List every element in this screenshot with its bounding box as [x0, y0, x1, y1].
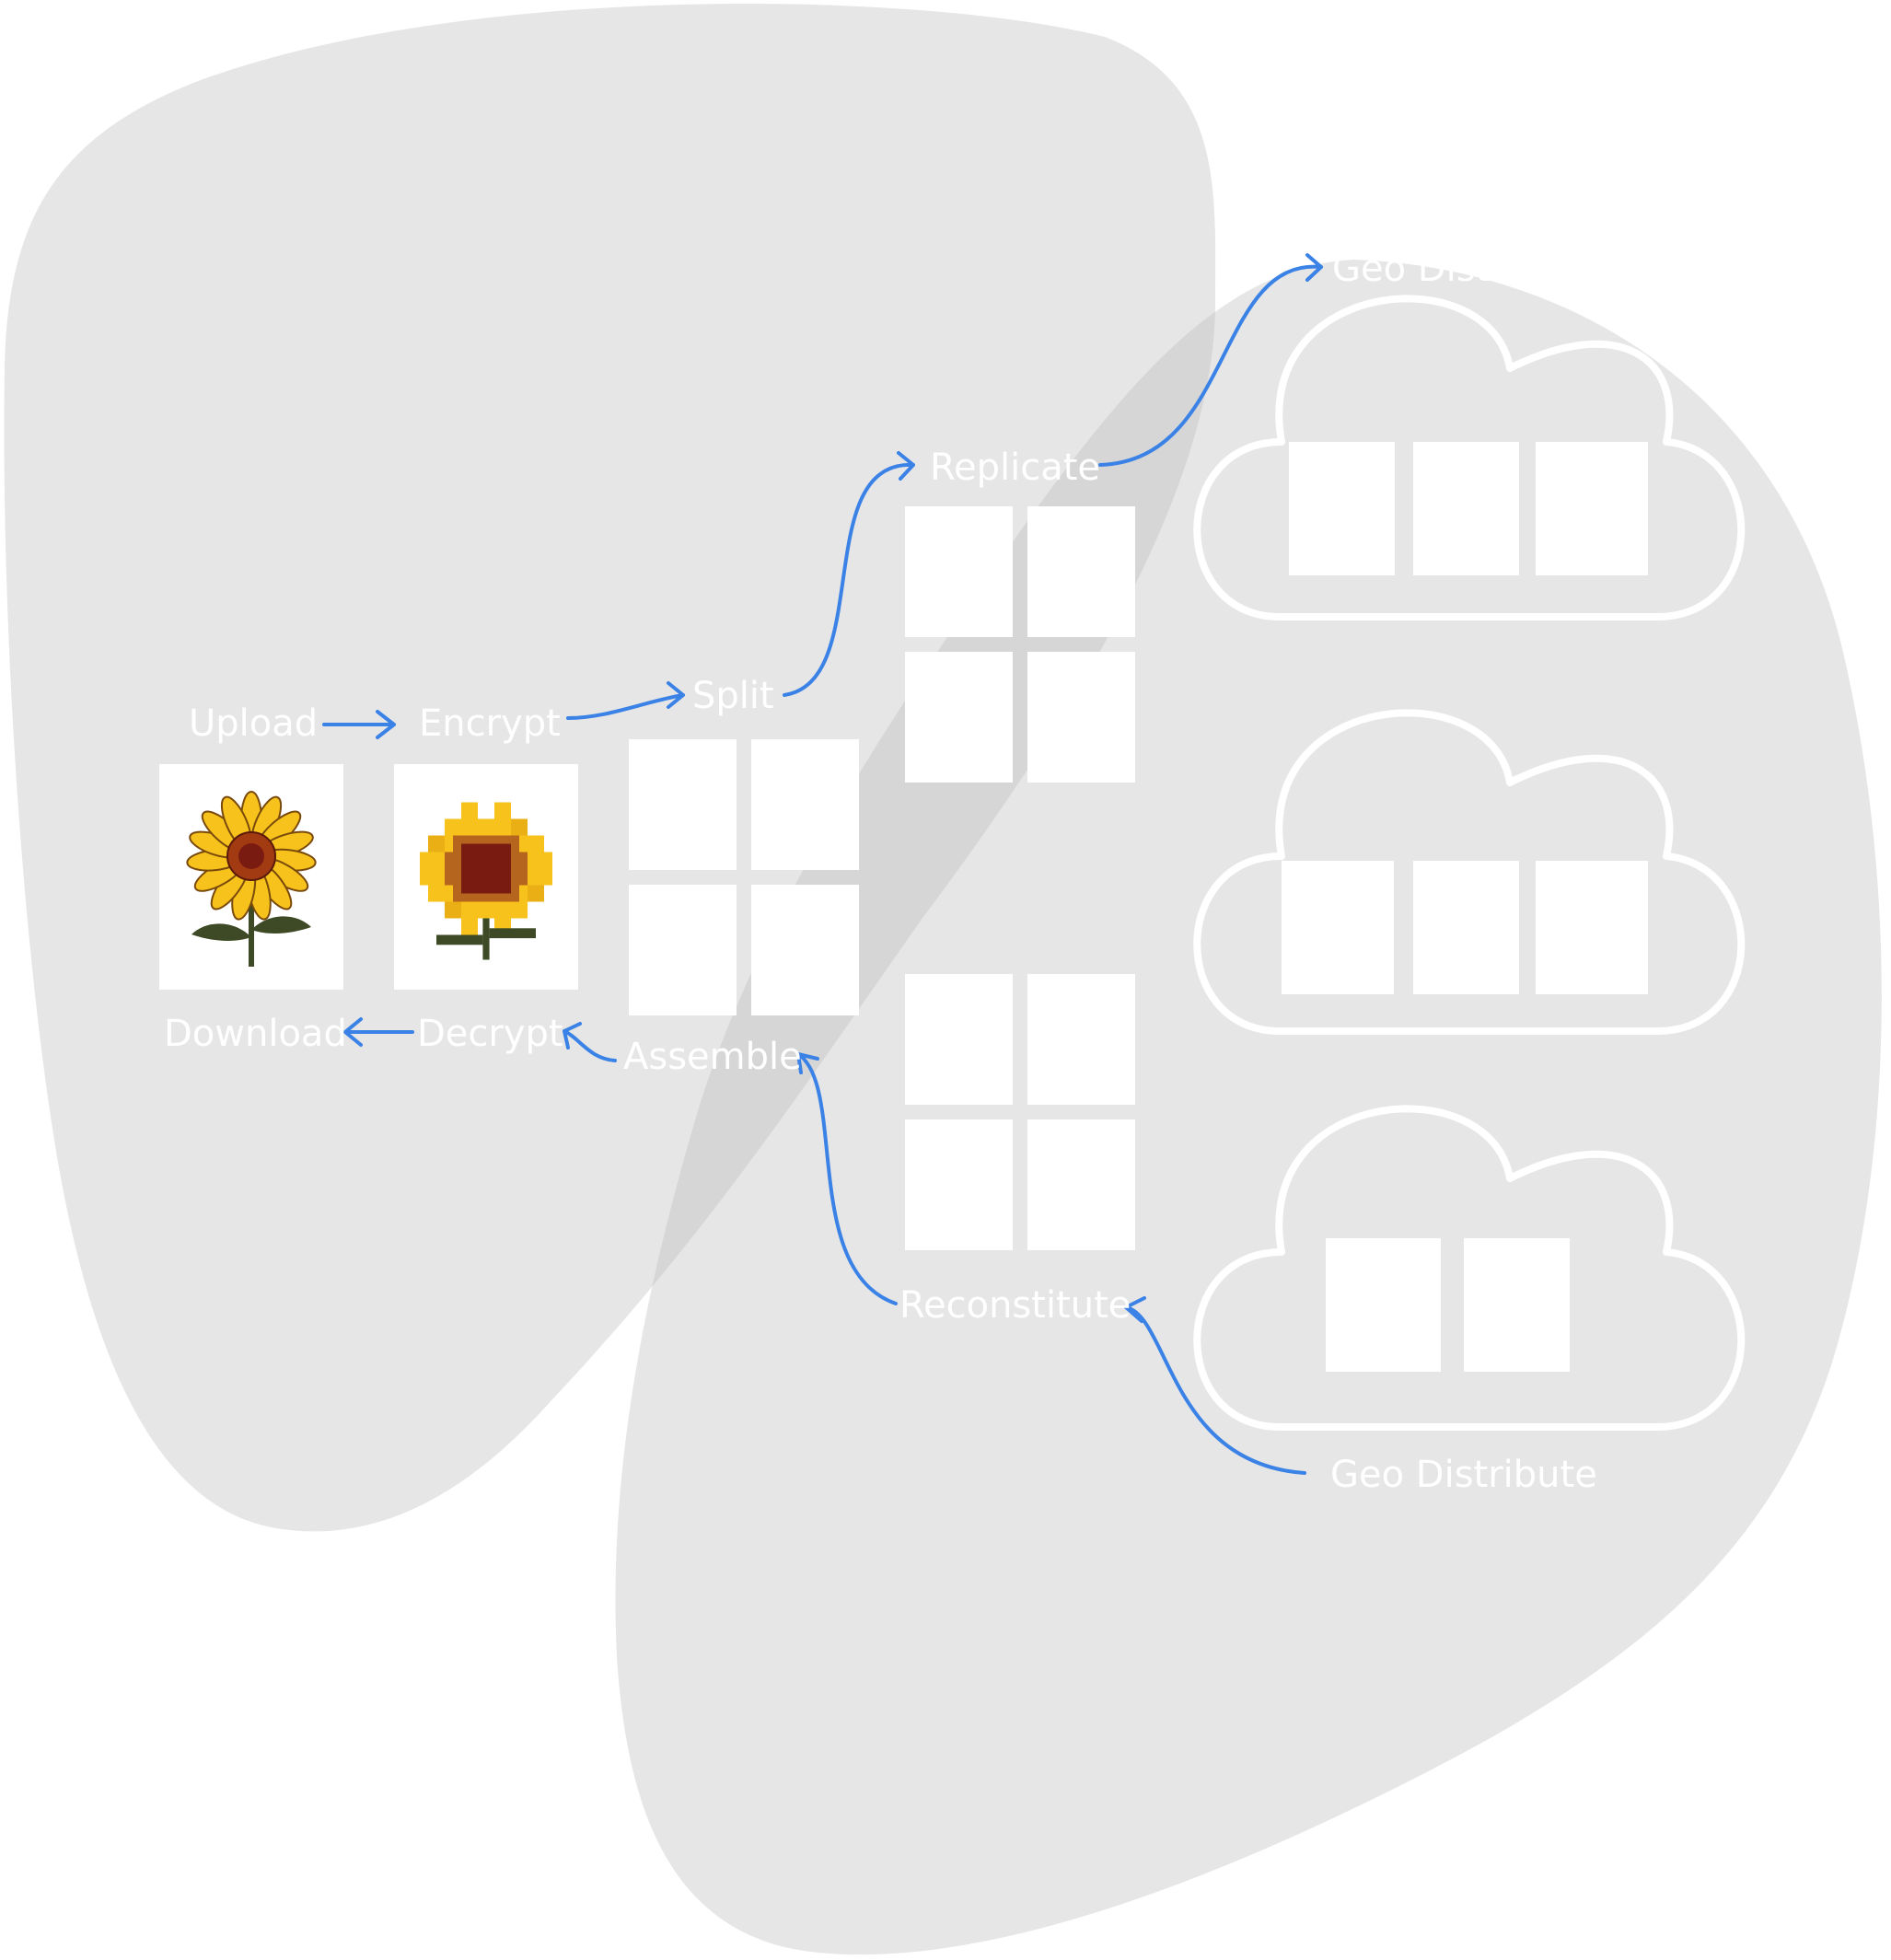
arrow-icon [796, 1052, 898, 1305]
label-replicate: Replicate [930, 447, 1101, 489]
arrow-icon [566, 681, 685, 720]
fragment-tile [1464, 1238, 1570, 1372]
label-geo-distribute-top: Geo Distribute [1332, 248, 1599, 290]
label-upload: Upload [189, 702, 319, 745]
label-reconstitute: Reconstitute [899, 1284, 1131, 1327]
fragment-tile [1282, 861, 1394, 994]
arrow-icon [563, 1022, 617, 1062]
cloud-icon [1193, 295, 1746, 620]
fragment-tile [751, 885, 859, 1015]
label-encrypt: Encrypt [419, 702, 561, 745]
fragment-tile [1536, 861, 1648, 994]
fragment-tile [1289, 442, 1395, 575]
fragment-tile [1536, 442, 1648, 575]
fragment-tile [905, 652, 1013, 783]
arrow-icon [322, 710, 396, 739]
fragment-tile [1027, 1119, 1135, 1250]
fragment-tile [751, 739, 859, 870]
label-decrypt: Decrypt [417, 1013, 563, 1055]
label-split: Split [692, 675, 774, 717]
fragment-tile [629, 739, 737, 870]
arrow-icon [343, 1017, 414, 1047]
fragment-tile [905, 506, 1013, 637]
fragment-tile [1413, 442, 1519, 575]
arrow-icon [783, 451, 915, 697]
label-download: Download [164, 1013, 347, 1055]
cloud-icon [1193, 1105, 1746, 1431]
label-geo-distribute-bottom: Geo Distribute [1330, 1454, 1597, 1496]
fragment-tile [1413, 861, 1519, 994]
fragment-tile [905, 1119, 1013, 1250]
label-assemble: Assemble [623, 1036, 802, 1078]
left-blob [4, 4, 1216, 1532]
cloud-icon [1193, 709, 1746, 1035]
fragment-tile [1027, 652, 1135, 783]
fragment-tile [905, 974, 1013, 1105]
arrow-icon [1124, 1296, 1306, 1475]
fragment-tile [1326, 1238, 1441, 1372]
fragment-tile [1027, 506, 1135, 637]
fragment-tile [629, 885, 737, 1015]
fragment-tile [1027, 974, 1135, 1105]
arrow-icon [1098, 253, 1323, 467]
